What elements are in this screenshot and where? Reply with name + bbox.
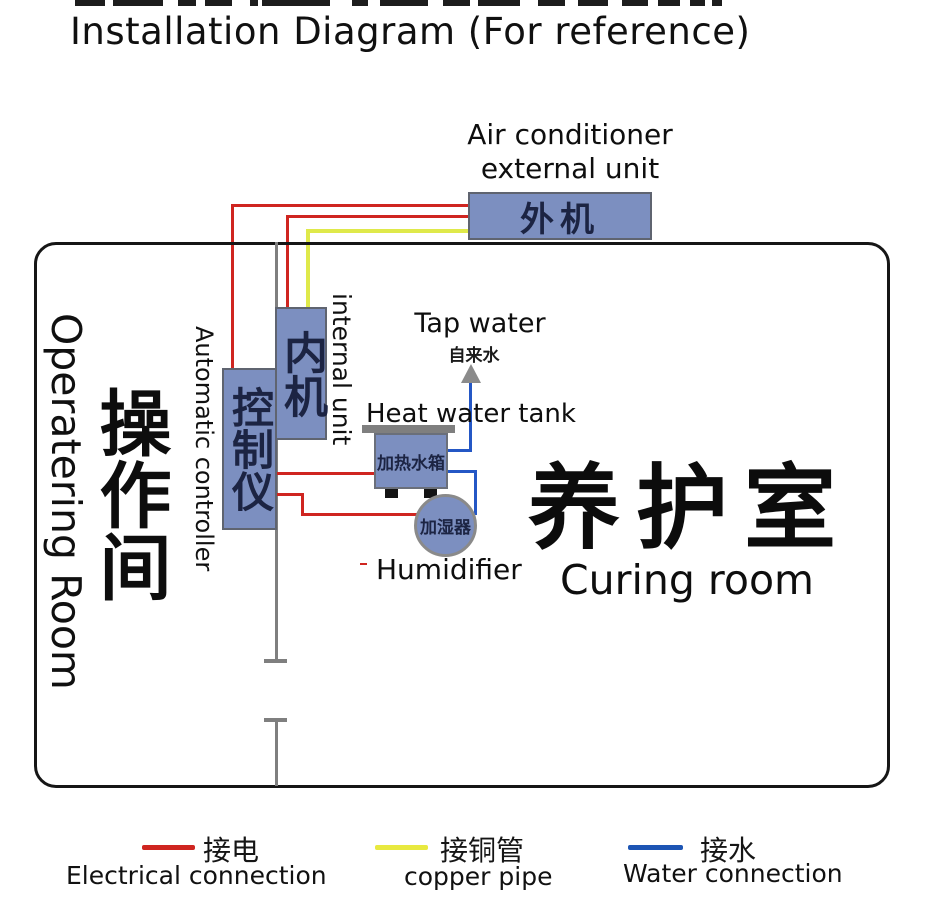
legend-water-en: Water connection — [623, 859, 843, 888]
automatic-controller-box: 控制仪 — [222, 368, 277, 530]
cropped-text-fragment — [658, 0, 680, 6]
electrical-wire-2-vertical — [286, 215, 289, 310]
partition-wall-lower — [275, 722, 278, 786]
heat-water-tank-lid — [362, 425, 455, 433]
legend-water-line — [628, 845, 683, 850]
electrical-wire-2-horizontal — [286, 215, 470, 218]
heat-water-tank-foot-left — [385, 489, 398, 498]
legend-copper-zh: 接铜管 — [440, 834, 525, 867]
curing-room-label-en: Curing room — [560, 556, 814, 604]
electrical-wire-to-humidifier-a — [277, 493, 304, 496]
water-pipe-humidifier-b — [474, 470, 477, 515]
operating-room-label-zh: 操作间 — [87, 386, 171, 602]
heat-water-tank-box-label: 加热水箱 — [377, 453, 445, 474]
cropped-text-fragment — [478, 0, 520, 6]
legend-copper-en: copper pipe — [404, 862, 553, 891]
external-unit-label-line2: external unit — [480, 152, 660, 185]
water-pipe-tap-vertical — [469, 383, 472, 452]
cropped-text-fragment — [205, 0, 232, 6]
legend-electrical-zh: 接电 — [203, 834, 260, 867]
room-outline — [34, 242, 890, 788]
external-unit-box-label: 外机 — [520, 199, 600, 240]
cropped-text-fragment — [75, 0, 105, 6]
cropped-text-fragment — [113, 0, 163, 6]
legend-copper-line — [375, 845, 428, 850]
cropped-text-fragment — [262, 0, 330, 6]
electrical-wire-to-humidifier-b — [301, 493, 304, 516]
heat-water-tank-foot-right — [424, 489, 437, 498]
external-unit-box: 外机 — [468, 192, 652, 240]
water-pipe-tap-horizontal — [447, 449, 472, 452]
automatic-controller-label-en: Automatic controller — [190, 326, 218, 572]
internal-unit-box: 内机 — [275, 307, 327, 440]
copper-pipe-vertical — [306, 229, 310, 310]
external-unit-label-line1: Air conditioner — [467, 118, 673, 151]
red-mark-artifact — [360, 563, 367, 565]
copper-pipe-horizontal — [306, 229, 470, 233]
cropped-text-fragment — [690, 0, 705, 6]
water-pipe-humidifier-a — [447, 470, 477, 473]
external-unit-label: Air conditioner external unit — [440, 118, 700, 186]
cropped-text-fragment — [712, 0, 722, 6]
internal-unit-label-en: internal unit — [327, 293, 356, 446]
cropped-text-fragment — [538, 0, 565, 6]
operating-room-label-en: Operatering Room — [42, 313, 90, 690]
tap-water-label-zh: 自来水 — [448, 346, 500, 366]
cropped-text-fragment — [250, 0, 258, 6]
electrical-wire-1-horizontal — [231, 204, 470, 207]
cropped-text-fragment — [578, 0, 608, 6]
cropped-text-fragment — [443, 0, 470, 6]
cropped-text-fragment — [380, 0, 428, 6]
cropped-text-fragment — [622, 0, 648, 6]
internal-unit-box-label: 内机 — [276, 329, 327, 418]
legend-electrical-line — [142, 845, 195, 850]
cropped-text-fragment — [352, 0, 368, 6]
humidifier-circle-label: 加湿器 — [420, 518, 471, 538]
electrical-wire-1-vertical — [231, 204, 234, 370]
wall-break-tick-top — [264, 659, 287, 663]
electrical-wire-to-tank — [277, 472, 376, 475]
heat-water-tank-box: 加热水箱 — [374, 433, 448, 489]
cropped-text-fragment — [178, 0, 196, 6]
tap-water-label-en: Tap water — [414, 308, 546, 339]
legend-water-zh: 接水 — [700, 834, 757, 867]
heat-water-tank-label-en: Heat water tank — [366, 399, 576, 429]
curing-room-label-zh: 养护室 — [528, 455, 853, 562]
automatic-controller-box-label: 控制仪 — [225, 386, 275, 512]
humidifier-circle: 加湿器 — [414, 494, 477, 557]
wall-break-tick-bottom — [264, 718, 287, 722]
electrical-wire-to-humidifier-c — [301, 513, 418, 516]
humidifier-label-en: Humidifier — [376, 553, 522, 586]
legend-electrical-en: Electrical connection — [66, 861, 327, 890]
page-title: Installation Diagram (For reference) — [70, 10, 751, 53]
tap-water-arrow-icon — [461, 364, 481, 383]
